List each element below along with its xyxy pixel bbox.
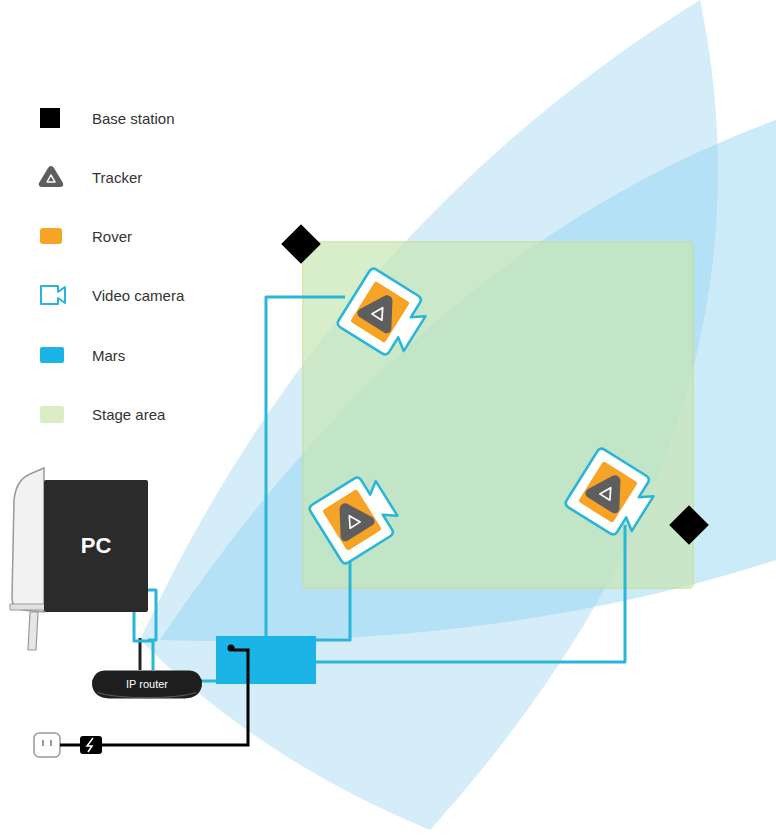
legend-row: Stage area [38, 401, 165, 427]
legend-label: Stage area [92, 406, 165, 423]
legend-swatch [40, 108, 60, 128]
legend-label: Mars [92, 347, 125, 364]
legend-swatch [40, 347, 64, 363]
legend-row: Base station [38, 105, 175, 131]
legend-label: Rover [92, 228, 132, 245]
legend-icon-box [38, 401, 92, 427]
router-node: IP router [91, 667, 203, 701]
legend-label: Base station [92, 110, 175, 127]
legend-icon-box [38, 223, 92, 249]
legend-icon-box [38, 342, 92, 368]
legend-label: Video camera [92, 287, 184, 304]
legend-icon-box [38, 282, 92, 308]
legend-icon-box [38, 105, 92, 131]
legend-row: Tracker [38, 164, 142, 190]
legend-swatch [40, 228, 62, 244]
tracker-icon [38, 164, 68, 190]
legend-label: Tracker [92, 169, 142, 186]
network-cable [134, 612, 153, 670]
legend-row: Video camera [38, 282, 184, 308]
pc-label: PC [81, 533, 112, 558]
camera-icon [38, 282, 68, 308]
legend-row: Mars [38, 342, 125, 368]
pc-box: PC [44, 480, 148, 612]
router-label: IP router [126, 678, 168, 691]
legend-row: Rover [38, 223, 132, 249]
legend-icon-box [38, 164, 92, 190]
legend-swatch [40, 406, 64, 423]
